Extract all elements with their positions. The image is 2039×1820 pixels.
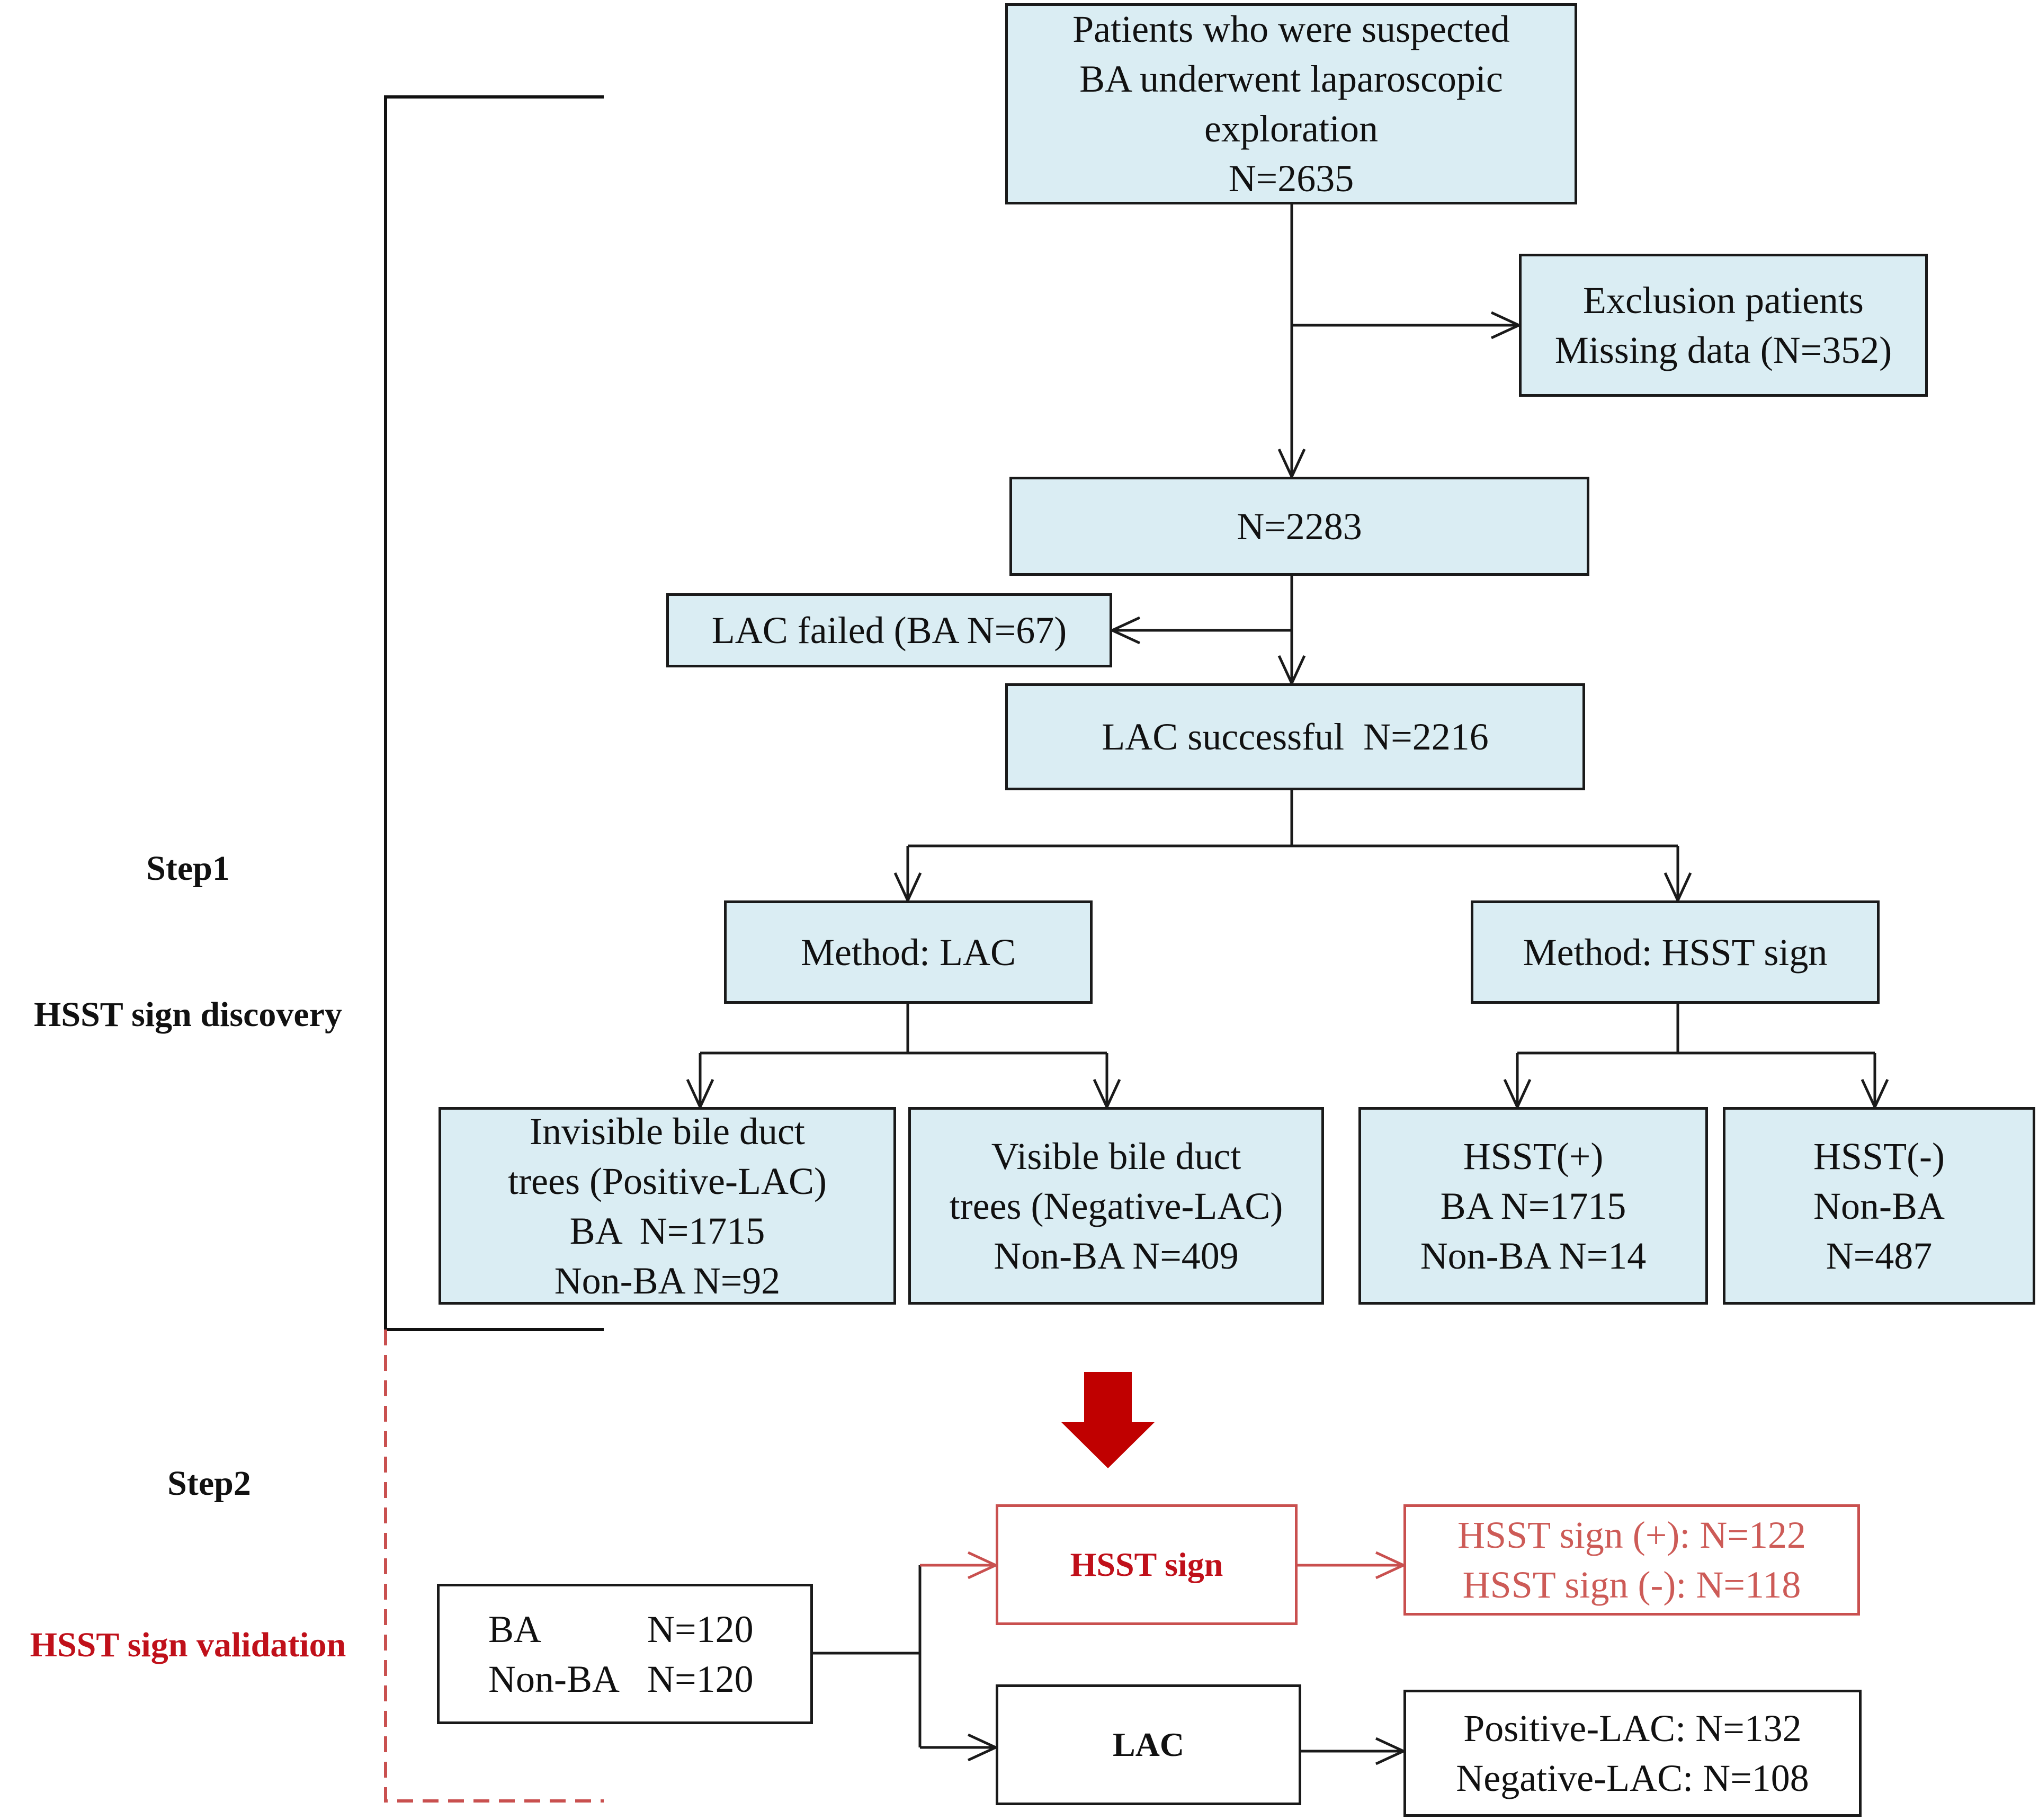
box-line: Method: HSST sign (1523, 931, 1828, 974)
cohort-value: N=120 (647, 1608, 754, 1651)
step2-bracket (384, 1330, 604, 1803)
box-line: exploration (1204, 108, 1378, 150)
box-line: Positive-LAC: N=132 (1463, 1707, 1802, 1750)
box-lac-results: Positive-LAC: N=132 Negative-LAC: N=108 (1403, 1690, 1862, 1817)
big-red-down-arrow (1061, 1372, 1155, 1468)
box-line: Visible bile duct (991, 1135, 1241, 1177)
box-line: BA N=1715 (1440, 1184, 1626, 1227)
step1-label-line: HSST sign discovery (34, 995, 342, 1034)
step2-label: Step2 (167, 1464, 251, 1503)
box-line: HSST(+) (1463, 1135, 1604, 1177)
box-line: LAC successful N=2216 (1102, 716, 1489, 758)
box-lac: LAC (996, 1684, 1301, 1805)
box-line: HSST sign (-): N=118 (1462, 1564, 1801, 1606)
box-line: N=2283 (1237, 505, 1362, 548)
box-lac-successful: LAC successful N=2216 (1005, 683, 1585, 790)
box-hsst-negative: HSST(-) Non-BA N=487 (1723, 1107, 2035, 1305)
box-line: Non-BA N=92 (554, 1259, 781, 1302)
box-line: N=487 (1826, 1234, 1933, 1277)
step1-bracket (384, 95, 604, 1331)
box-exclusion: Exclusion patients Missing data (N=352) (1519, 254, 1928, 397)
box-line: Missing data (N=352) (1554, 329, 1892, 371)
cohort-value: N=120 (647, 1657, 754, 1700)
box-line: N=2635 (1228, 157, 1354, 200)
box-n2283: N=2283 (1009, 477, 1589, 576)
box-line: HSST(-) (1813, 1135, 1945, 1177)
box-method-hsst: Method: HSST sign (1471, 900, 1880, 1004)
box-line: Non-BA N=409 (994, 1234, 1239, 1277)
box-line: Negative-LAC: N=108 (1456, 1757, 1809, 1799)
box-line: LAC failed (BA N=67) (711, 609, 1067, 652)
box-line: BA N=1715 (569, 1209, 765, 1252)
box-line: Non-BA (1813, 1184, 1945, 1227)
box-validation-cohort: BA N=120 Non-BA N=120 (437, 1584, 813, 1724)
box-line: HSST sign (1070, 1546, 1223, 1583)
validation-label: HSST sign validation (30, 1626, 346, 1664)
box-line: trees (Negative-LAC) (949, 1184, 1283, 1227)
box-lac-failed: LAC failed (BA N=67) (666, 593, 1112, 667)
box-line: LAC (1112, 1726, 1185, 1763)
step1-label: Step1 HSST sign discovery (0, 747, 376, 1137)
box-hsst-results: HSST sign (+): N=122 HSST sign (-): N=11… (1403, 1504, 1860, 1616)
cohort-label: Non-BA (488, 1657, 620, 1700)
box-line: Invisible bile duct (530, 1110, 805, 1153)
box-line: Method: LAC (801, 931, 1016, 974)
cohort-label: BA (488, 1608, 542, 1651)
box-suspected: Patients who were suspected BA underwent… (1005, 3, 1577, 204)
box-line: HSST sign (+): N=122 (1457, 1514, 1806, 1556)
box-method-lac: Method: LAC (724, 900, 1093, 1004)
box-invisible: Invisible bile duct trees (Positive-LAC)… (439, 1107, 896, 1305)
cohort-row-ba: BA N=120 (488, 1604, 810, 1654)
box-line: trees (Positive-LAC) (508, 1159, 827, 1202)
box-hsst-sign: HSST sign (996, 1504, 1298, 1625)
box-hsst-positive: HSST(+) BA N=1715 Non-BA N=14 (1358, 1107, 1708, 1305)
box-line: Non-BA N=14 (1420, 1234, 1647, 1277)
box-line: Exclusion patients (1583, 279, 1864, 322)
box-line: Patients who were suspected (1072, 8, 1510, 50)
box-visible: Visible bile duct trees (Negative-LAC) N… (908, 1107, 1324, 1305)
cohort-row-non-ba: Non-BA N=120 (488, 1654, 810, 1704)
step1-label-line: Step1 (146, 849, 230, 888)
box-line: BA underwent laparoscopic (1079, 58, 1503, 100)
